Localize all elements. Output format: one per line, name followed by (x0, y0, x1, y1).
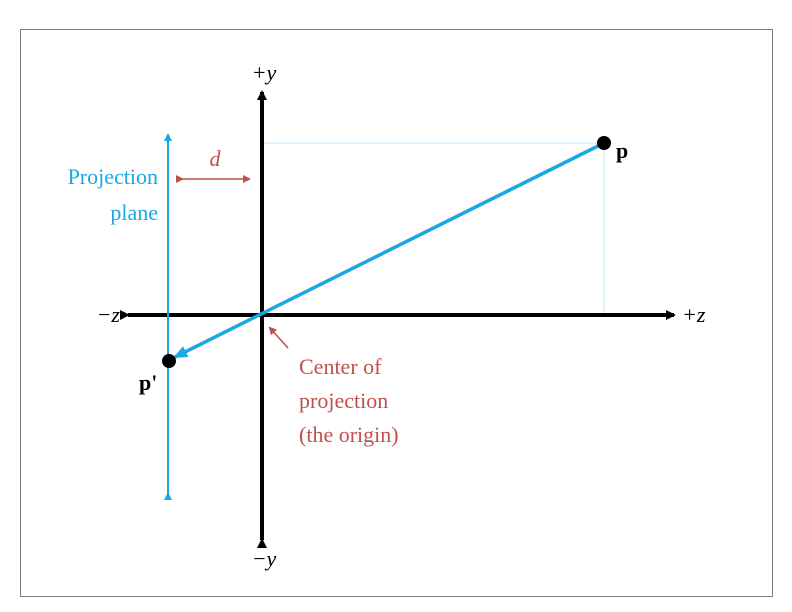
point-p-dot (597, 136, 611, 150)
center-label-line2: projection (299, 388, 388, 413)
projection-ray (173, 141, 605, 359)
center-label-line3: (the origin) (299, 422, 399, 447)
neg-y-label: −y (252, 546, 277, 571)
neg-z-label: −z (97, 302, 121, 327)
distance-label: d (210, 146, 222, 171)
center-pointer-arrow (268, 326, 289, 349)
projection-plane-label-line1: Projection (68, 164, 158, 189)
projection-plane-label-line2: plane (110, 200, 158, 225)
point-p-label: p (616, 138, 628, 163)
pos-z-label: +z (682, 302, 706, 327)
point-p-prime-dot (162, 354, 176, 368)
point-p-prime-label: p' (139, 370, 157, 395)
center-label-line1: Center of (299, 354, 382, 379)
pos-y-label: +y (252, 60, 277, 85)
